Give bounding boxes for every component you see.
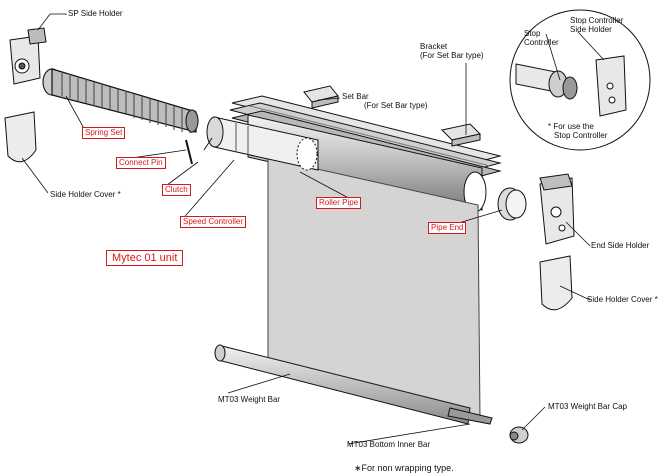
label-for-use-stop-controller: * For use the Stop Controller xyxy=(548,122,607,140)
label-spring-set: Spring Set xyxy=(82,127,126,139)
footnote: ∗For non wrapping type. xyxy=(354,463,454,473)
label-bracket-line2: (For Set Bar type) xyxy=(420,51,484,61)
label-mytec-unit: Mytec 01 unit xyxy=(106,250,184,266)
stop-controller-detail xyxy=(509,9,651,151)
label-stop-controller-side-holder-line1: Stop Controller xyxy=(570,16,624,25)
leader-lines xyxy=(21,13,605,445)
label-stop-controller-side-holder: Stop Controller Side Holder xyxy=(570,16,623,34)
label-weight-bar-cap: MT03 Weight Bar Cap xyxy=(548,402,627,411)
label-for-use-line2: Stop Controller xyxy=(554,131,608,141)
label-set-bar-line1: Set Bar xyxy=(342,92,369,101)
pipe-end-part xyxy=(497,187,527,221)
connect-pin-part xyxy=(185,139,193,165)
spring-set-part xyxy=(42,68,199,133)
side-holder-cover-right-part xyxy=(539,255,573,311)
label-set-bar: Set Bar (For Set Bar type) xyxy=(342,92,428,110)
label-side-holder-cover-left: Side Holder Cover * xyxy=(50,190,121,199)
label-stop-controller-line1: Stop xyxy=(524,29,541,38)
label-bottom-inner-bar: MT03 Bottom Inner Bar xyxy=(347,440,431,449)
label-pipe-end: Pipe End xyxy=(428,222,467,234)
label-side-holder-cover-right: Side Holder Cover * xyxy=(587,295,658,304)
label-roller-pipe: Roller Pipe xyxy=(316,197,362,209)
label-clutch: Clutch xyxy=(162,184,191,196)
bracket-left-part xyxy=(303,85,339,109)
speed-controller-part xyxy=(206,116,319,171)
label-speed-controller: Speed Controller xyxy=(180,216,247,228)
side-holder-cover-left-part xyxy=(4,111,37,163)
label-stop-controller: Stop Controller xyxy=(524,29,559,47)
label-bracket: Bracket (For Set Bar type) xyxy=(420,42,484,60)
label-weight-bar: MT03 Weight Bar xyxy=(218,395,281,404)
label-bracket-line1: Bracket xyxy=(420,42,448,51)
label-sp-side-holder: SP Side Holder xyxy=(68,9,123,18)
label-stop-controller-line2: Controller xyxy=(524,38,559,48)
label-set-bar-line2: (For Set Bar type) xyxy=(364,101,428,111)
clutch-part xyxy=(203,137,213,151)
sp-side-holder-part xyxy=(9,27,47,85)
weight-bar-cap-part xyxy=(509,426,529,444)
bracket-right-part xyxy=(440,123,482,147)
label-connect-pin: Connect Pin xyxy=(116,157,166,169)
end-side-holder-part xyxy=(539,173,575,245)
label-for-use-line1: * For use the xyxy=(548,122,594,131)
label-stop-controller-side-holder-line2: Side Holder xyxy=(570,25,612,35)
label-end-side-holder: End Side Holder xyxy=(591,241,650,250)
